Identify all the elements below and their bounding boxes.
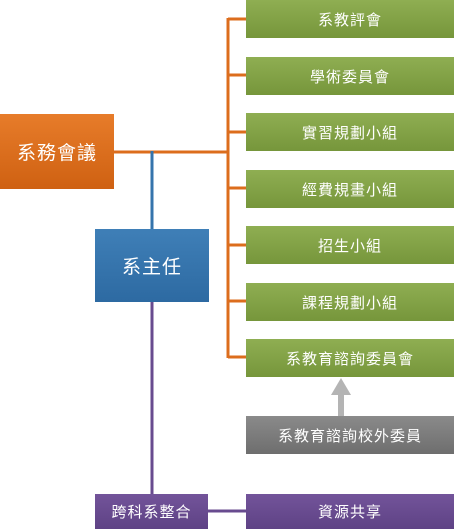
chair-box: 系主任 [95,229,209,302]
committee-box: 學術委員會 [246,57,454,95]
committee-label: 系教育諮詢委員會 [285,349,414,368]
integration-label: 跨科系整合 [111,503,192,521]
advisory-arrow-head [331,378,351,395]
committee-box: 實習規劃小組 [246,113,454,151]
council-label: 系務會議 [16,142,97,164]
committee-box: 系教育諮詢委員會 [246,339,454,377]
committee-label: 招生小組 [317,236,382,255]
resource-label: 資源共享 [317,503,382,521]
committee-box: 經費規畫小組 [246,170,454,208]
council-box: 系務會議 [0,114,114,189]
committee-label: 課程規劃小組 [301,293,398,312]
committee-label: 學術委員會 [309,67,390,86]
external-member-label: 系教育諮詢校外委員 [277,426,422,445]
committee-box: 系教評會 [246,0,454,38]
committee-label: 經費規畫小組 [301,180,398,199]
committee-label: 實習規劃小組 [301,123,398,142]
committee-box: 課程規劃小組 [246,283,454,321]
external-member-box: 系教育諮詢校外委員 [246,416,454,454]
integration-box: 跨科系整合 [95,494,208,529]
chair-label: 系主任 [121,256,182,278]
resource-box: 資源共享 [246,494,454,529]
committee-label: 系教評會 [317,10,382,29]
committee-box: 招生小組 [246,226,454,264]
